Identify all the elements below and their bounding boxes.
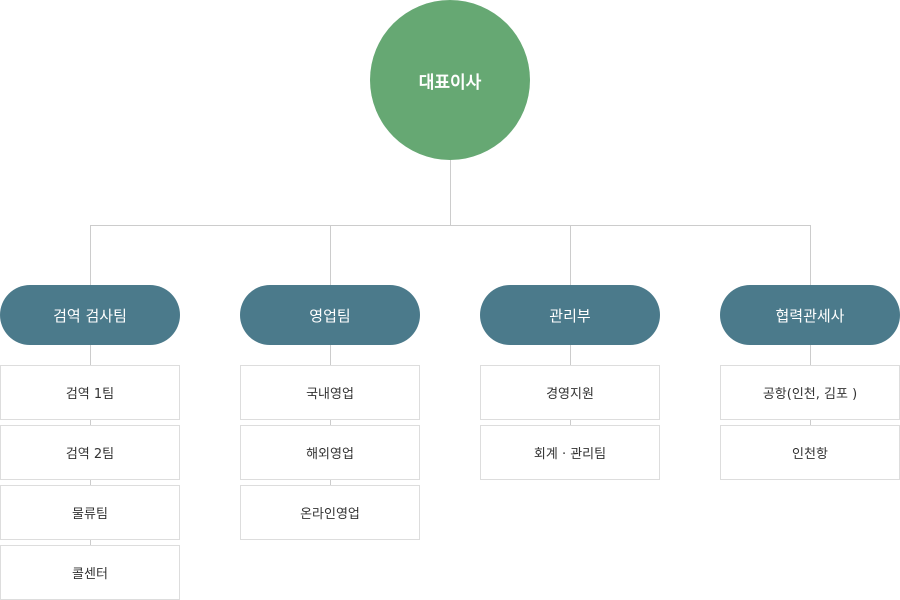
dept-node-customs-broker[interactable]: 협력관세사 xyxy=(720,285,900,345)
team-label: 인천항 xyxy=(792,447,828,462)
dept-node-sales[interactable]: 영업팀 xyxy=(240,285,420,345)
team-label: 검역 1팀 xyxy=(65,387,115,402)
dept-label: 검역 검사팀 xyxy=(53,306,127,325)
team-box[interactable]: 온라인영업 xyxy=(240,485,420,540)
dept-node-management[interactable]: 관리부 xyxy=(480,285,660,345)
team-label: 온라인영업 xyxy=(300,507,360,522)
team-label: 경영지원 xyxy=(546,387,594,402)
dept-drop-line-2 xyxy=(330,225,331,285)
dept-label: 관리부 xyxy=(549,306,591,325)
dept-label: 영업팀 xyxy=(309,306,351,325)
horizontal-connector-line xyxy=(90,225,811,226)
dept-drop-line-1 xyxy=(90,225,91,285)
dept-drop-line-4 xyxy=(810,225,811,285)
team-box[interactable]: 해외영업 xyxy=(240,425,420,480)
team-box[interactable]: 검역 2팀 xyxy=(0,425,180,480)
team-label: 국내영업 xyxy=(306,387,354,402)
dept-node-inspection[interactable]: 검역 검사팀 xyxy=(0,285,180,345)
ceo-connector-line xyxy=(450,160,451,225)
ceo-label: 대표이사 xyxy=(418,72,482,93)
team-box[interactable]: 검역 1팀 xyxy=(0,365,180,420)
team-box[interactable]: 공항(인천, 김포 ) xyxy=(720,365,900,420)
ceo-node[interactable]: 대표이사 xyxy=(370,0,530,160)
team-label: 회계 · 관리팀 xyxy=(533,447,607,462)
team-label: 공항(인천, 김포 ) xyxy=(762,387,858,402)
team-label: 해외영업 xyxy=(306,447,354,462)
dept-label: 협력관세사 xyxy=(775,306,845,325)
team-box[interactable]: 콜센터 xyxy=(0,545,180,600)
team-box[interactable]: 물류팀 xyxy=(0,485,180,540)
dept-drop-line-3 xyxy=(570,225,571,285)
team-box[interactable]: 국내영업 xyxy=(240,365,420,420)
team-label: 검역 2팀 xyxy=(65,447,115,462)
team-box[interactable]: 인천항 xyxy=(720,425,900,480)
team-label: 콜센터 xyxy=(72,567,108,582)
team-label: 물류팀 xyxy=(72,507,108,522)
team-box[interactable]: 경영지원 xyxy=(480,365,660,420)
team-box[interactable]: 회계 · 관리팀 xyxy=(480,425,660,480)
